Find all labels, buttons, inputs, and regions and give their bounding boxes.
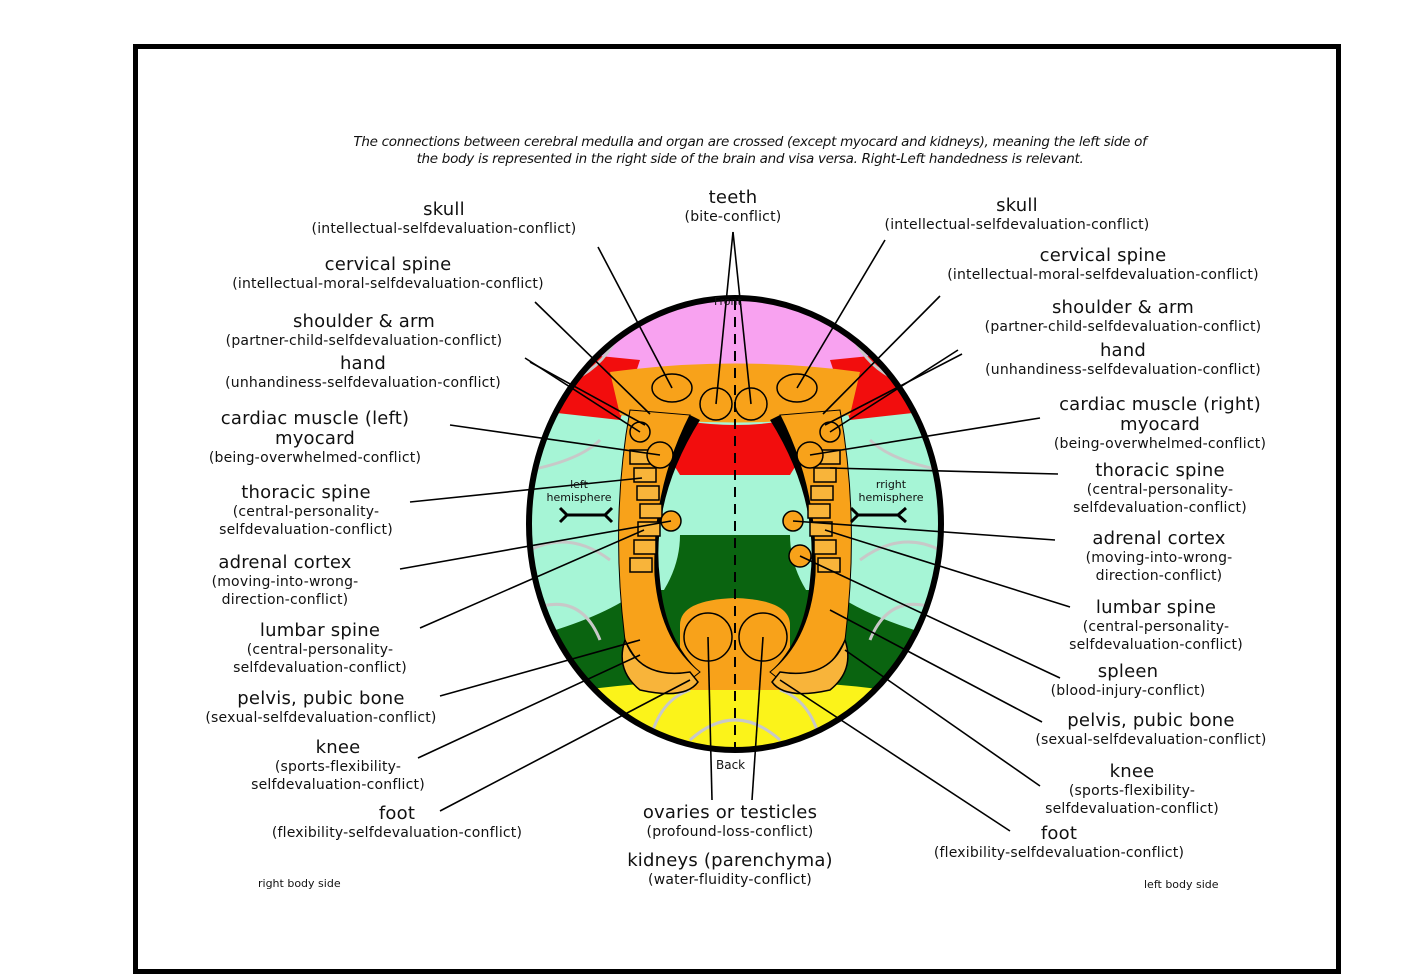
label-left-adrenal-cortex: adrenal cortex (moving-into-wrong- direc… bbox=[211, 552, 359, 609]
label-right-knee: knee (sports-flexibility- selfdevaluatio… bbox=[1045, 761, 1219, 818]
label-left-cardiac-muscle: cardiac muscle (left) myocard (being-ove… bbox=[208, 408, 422, 467]
label-right-hand: hand (unhandiness-selfdevaluation-confli… bbox=[985, 340, 1261, 379]
label-right-shoulder-arm: shoulder & arm (partner-child-selfdevalu… bbox=[984, 297, 1262, 336]
label-left-pelvis: pelvis, pubic bone (sexual-selfdevaluati… bbox=[205, 688, 437, 727]
intro-line-2: the body is represented in the right sid… bbox=[416, 151, 1084, 167]
hemisphere-glyphs bbox=[558, 506, 907, 524]
label-right-spleen: spleen (blood-injury-conflict) bbox=[1050, 661, 1206, 700]
right-ventricle-icon bbox=[849, 506, 907, 524]
vertebrae-left bbox=[629, 449, 663, 573]
label-right-cervical-spine: cervical spine (intellectual-moral-selfd… bbox=[947, 245, 1259, 284]
label-left-skull: skull (intellectual-selfdevaluation-conf… bbox=[311, 199, 577, 238]
brain-outline bbox=[526, 295, 944, 753]
organ-circles bbox=[629, 373, 841, 662]
left-hemisphere-label: left hemisphere bbox=[546, 478, 612, 504]
label-right-foot: foot (flexibility-selfdevaluation-confli… bbox=[933, 823, 1185, 862]
label-left-shoulder-arm: shoulder & arm (partner-child-selfdevalu… bbox=[225, 311, 503, 350]
feet-shapes bbox=[621, 637, 849, 695]
back-label: Back bbox=[716, 758, 746, 772]
label-teeth: teeth (bite-conflict) bbox=[684, 187, 782, 226]
leader-lines bbox=[399, 231, 1071, 832]
brain-regions bbox=[529, 298, 941, 750]
right-hemisphere-label: rright hemisphere bbox=[858, 478, 924, 504]
label-right-cardiac-muscle: cardiac muscle (right) myocard (being-ov… bbox=[1053, 394, 1267, 453]
label-kidneys: kidneys (parenchyma) (water-fluidity-con… bbox=[627, 850, 833, 889]
label-right-pelvis: pelvis, pubic bone (sexual-selfdevaluati… bbox=[1035, 710, 1267, 749]
vertebrae-right bbox=[807, 449, 841, 573]
label-left-hand: hand (unhandiness-selfdevaluation-confli… bbox=[225, 353, 501, 392]
label-ovaries-testicles: ovaries or testicles (profound-loss-conf… bbox=[642, 802, 818, 841]
intro-line-1: The connections between cerebral medulla… bbox=[353, 134, 1147, 150]
left-ventricle-icon bbox=[558, 506, 614, 524]
label-left-lumbar-spine: lumbar spine (central-personality- selfd… bbox=[233, 620, 407, 677]
label-left-thoracic-spine: thoracic spine (central-personality- sel… bbox=[219, 482, 393, 539]
intro-text: The connections between cerebral medulla… bbox=[200, 134, 1300, 168]
label-right-skull: skull (intellectual-selfdevaluation-conf… bbox=[884, 195, 1150, 234]
label-left-foot: foot (flexibility-selfdevaluation-confli… bbox=[271, 803, 523, 842]
left-body-side-label: left body side bbox=[1144, 878, 1219, 891]
label-right-lumbar-spine: lumbar spine (central-personality- selfd… bbox=[1069, 597, 1243, 654]
front-label: Front bbox=[714, 295, 742, 308]
label-right-adrenal-cortex: adrenal cortex (moving-into-wrong- direc… bbox=[1085, 528, 1233, 585]
label-left-cervical-spine: cervical spine (intellectual-moral-selfd… bbox=[232, 254, 544, 293]
right-body-side-label: right body side bbox=[258, 877, 341, 890]
label-left-knee: knee (sports-flexibility- selfdevaluatio… bbox=[251, 737, 425, 794]
label-right-thoracic-spine: thoracic spine (central-personality- sel… bbox=[1073, 460, 1247, 517]
brain-diagram bbox=[399, 231, 1071, 832]
